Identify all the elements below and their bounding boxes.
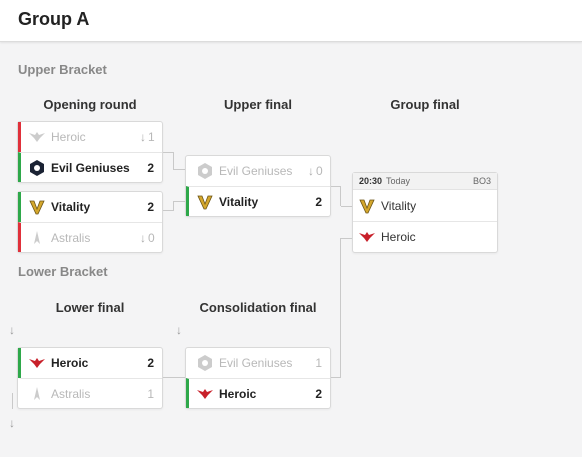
round-title-consolidation: Consolidation final [199,300,317,315]
bracket-connector [173,152,185,170]
match-slot[interactable]: Astralis 1 [18,378,162,408]
team-score: 0 [148,230,155,245]
team-score: 2 [147,200,154,214]
match-slot[interactable]: Vitality [353,190,497,221]
team-name: Heroic [381,230,416,244]
down-arrow-icon: ↓ [140,230,146,245]
vitality-logo-icon [359,198,375,214]
match-lower-final[interactable]: Heroic 2 Astralis 1 [17,347,163,409]
down-arrow-icon: ↓ [308,164,314,178]
team-score: 2 [315,386,322,401]
team-score: 1 [148,130,155,144]
vitality-logo-icon [197,194,213,210]
bracket-connector [163,152,174,153]
team-name: Heroic [51,130,86,144]
match-slot[interactable]: Evil Geniuses 2 [18,152,162,182]
bracket-connector [341,206,352,207]
group-title: Group A [18,9,90,29]
match-format: BO3 [472,176,491,186]
match-slot[interactable]: Heroic 2 [18,348,162,378]
match-slot[interactable]: Evil Geniuses 1 [186,348,330,378]
team-score: 1 [315,356,322,370]
round-title-group-final: Group final [390,97,460,112]
match-slot[interactable]: Astralis ↓ 0 [18,222,162,252]
heroic-logo-icon [29,129,45,145]
team-score: 2 [315,194,322,209]
bracket-connector [163,377,185,378]
team-score: 1 [147,386,154,401]
match-upper-final[interactable]: Evil Geniuses ↓ 0 Vitality 2 [185,155,331,217]
bracket-connector [331,238,341,378]
match-meta: 20:30 Today BO3 [353,173,497,190]
match-day: Today [386,176,411,186]
team-name: Vitality [381,198,417,213]
match-slot[interactable]: Heroic ↓ 1 [18,122,162,152]
down-arrow-icon: ↓ [9,323,15,337]
match-opening-1[interactable]: Heroic ↓ 1 Evil Geniuses 2 [17,121,163,183]
match-slot[interactable]: Heroic [353,221,497,252]
team-score: 2 [147,356,154,370]
match-time: 20:30 [359,176,383,186]
down-arrow-icon: ↓ [9,416,15,430]
team-name: Evil Geniuses [51,160,130,175]
round-title-upper-final: Upper final [224,97,292,112]
heroic-logo-icon [197,386,213,402]
astralis-logo-icon [29,230,45,246]
evil-geniuses-logo-icon [29,159,45,176]
match-group-final[interactable]: 20:30 Today BO3 Vitality Heroic [352,172,498,253]
team-name: Evil Geniuses [219,356,293,370]
bracket-connector [341,238,352,239]
team-name: Heroic [51,356,89,370]
lower-bracket-label: Lower Bracket [18,264,108,279]
match-consolidation-final[interactable]: Evil Geniuses 1 Heroic 2 [185,347,331,409]
match-slot[interactable]: Vitality 2 [186,186,330,216]
heroic-logo-icon [359,229,375,245]
round-title-opening: Opening round [43,97,137,112]
vitality-logo-icon [29,199,45,215]
team-name: Evil Geniuses [219,164,293,178]
match-slot[interactable]: Heroic 2 [186,378,330,408]
team-name: Vitality [51,200,91,214]
team-score: 0 [316,164,323,178]
round-title-lower-final: Lower final [55,300,125,315]
team-score: 2 [147,160,154,175]
upper-bracket-label: Upper Bracket [18,62,107,77]
bracket-connector [173,201,185,211]
evil-geniuses-logo-icon [197,355,213,371]
heroic-logo-icon [29,355,45,371]
match-slot[interactable]: Evil Geniuses ↓ 0 [186,156,330,186]
match-opening-2[interactable]: Vitality 2 Astralis ↓ 0 [17,191,163,253]
team-name: Astralis [51,230,91,245]
bracket-connector [331,186,341,206]
bracket-connector [163,210,174,211]
team-name: Astralis [51,386,91,401]
group-header: Group A [0,0,582,42]
down-arrow-icon: ↓ [140,130,146,144]
evil-geniuses-logo-icon [197,163,213,179]
bracket-connector [12,393,17,409]
astralis-logo-icon [29,386,45,402]
team-name: Heroic [219,386,257,401]
match-slot[interactable]: Vitality 2 [18,192,162,222]
team-name: Vitality [219,194,259,209]
down-arrow-icon: ↓ [176,323,182,337]
